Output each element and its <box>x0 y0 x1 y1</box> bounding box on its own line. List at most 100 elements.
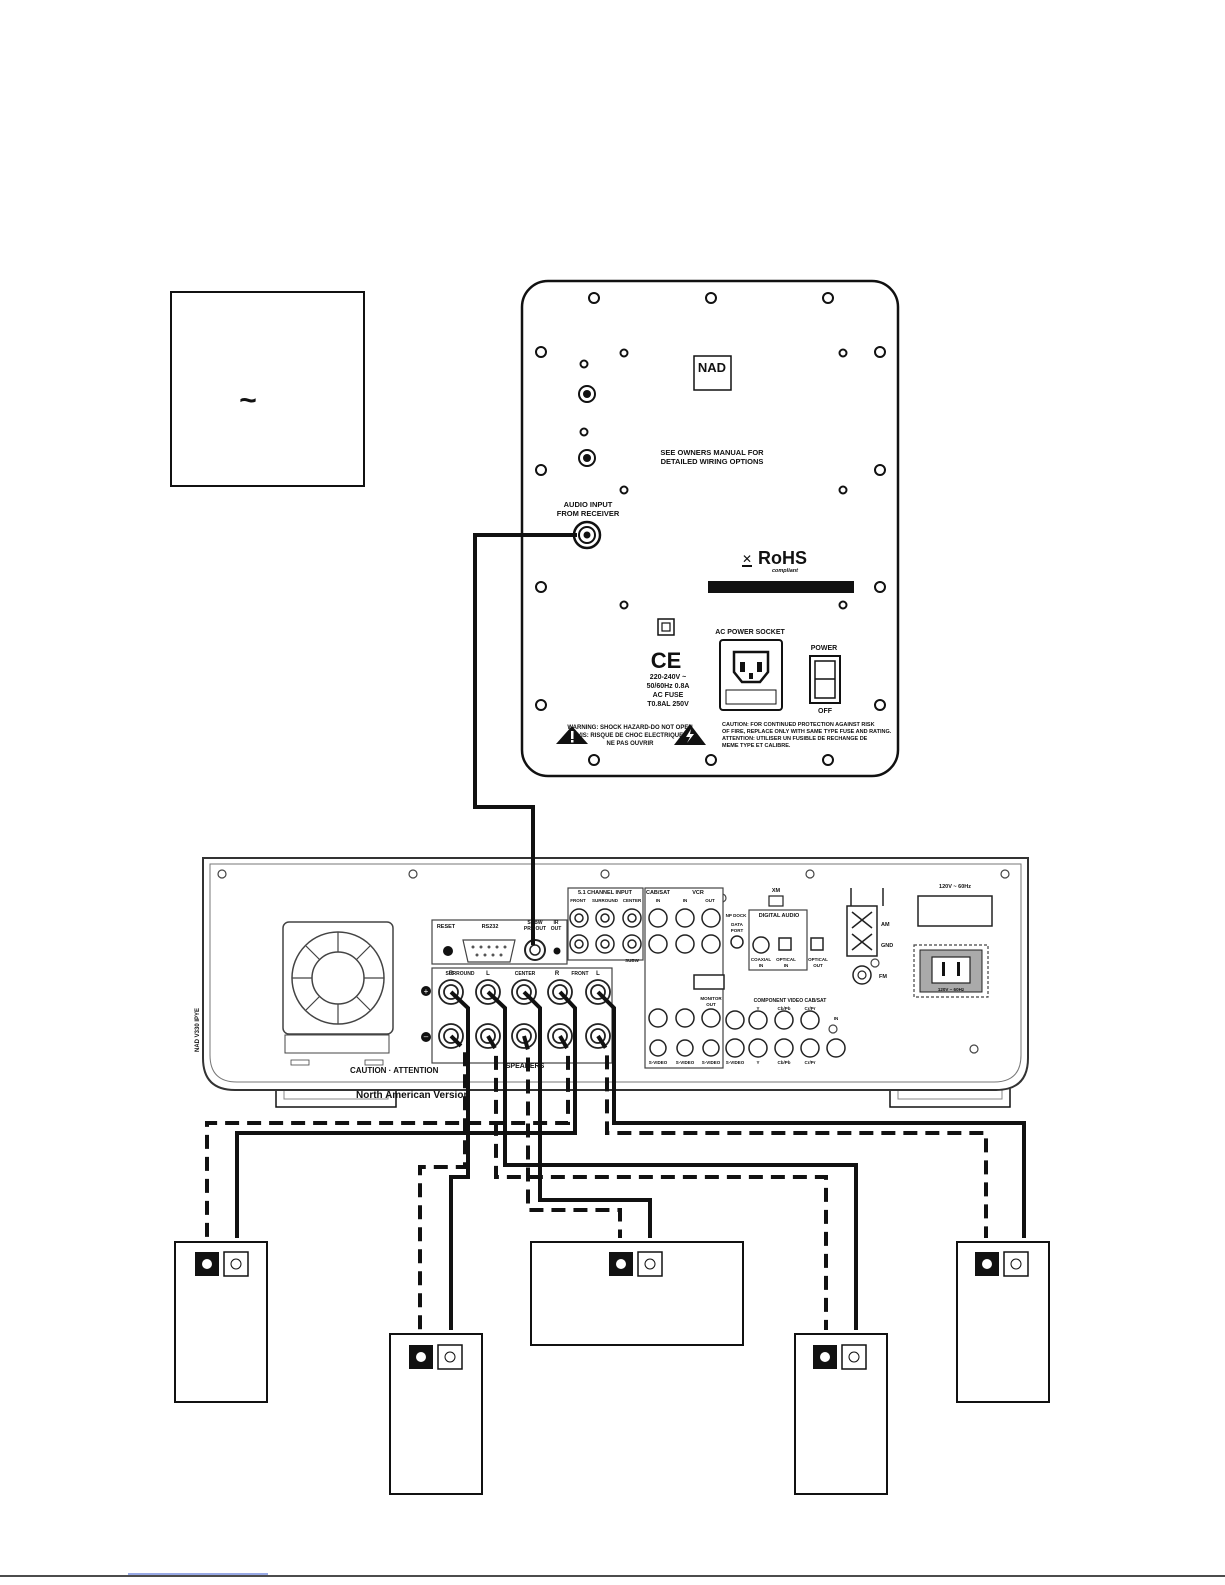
fan-grille-icon <box>282 921 394 1035</box>
front-left-negative-wire <box>596 1034 988 1238</box>
legend-box: ~ <box>170 291 365 487</box>
svg-text:Cb/Pb: Cb/Pb <box>778 1006 791 1011</box>
warning-1: WARNING: SHOCK HAZARD-DO NOT OPEN <box>567 725 692 731</box>
svg-text:DATA: DATA <box>731 922 744 927</box>
rating-2: 50/60Hz 0.8A <box>647 683 690 690</box>
speaker-center <box>530 1241 744 1346</box>
rating-3: AC FUSE <box>653 692 684 699</box>
svg-text:R: R <box>449 971 454 977</box>
svg-text:Y: Y <box>756 1006 759 1011</box>
rca-jacks[interactable] <box>569 908 642 954</box>
svg-text:CENTER: CENTER <box>623 898 642 903</box>
off-label: OFF <box>818 708 833 715</box>
svg-text:XM: XM <box>772 888 781 894</box>
svg-text:S-VIDEO: S-VIDEO <box>676 1060 695 1065</box>
svg-text:compliant: compliant <box>772 568 799 574</box>
svg-text:RESET: RESET <box>437 924 456 930</box>
level-knob-icon[interactable] <box>578 385 596 403</box>
wiring <box>205 533 1026 1330</box>
warning-2: AVIS: RISQUE DE CHOC ELECTRIQUE - <box>573 733 687 739</box>
coaxial-jack[interactable] <box>752 936 770 954</box>
caution-2: OF FIRE, REPLACE ONLY WITH SAME TYPE FUS… <box>722 729 892 735</box>
positive-terminal-icon <box>1003 1251 1029 1277</box>
svg-text:Cr/Pr: Cr/Pr <box>804 1060 815 1065</box>
control-block: RESET RS232 SUBW PRE OUT IR OUT <box>431 919 568 965</box>
surround-left-negative-wire <box>486 1035 828 1330</box>
svg-text:OUT: OUT <box>813 963 823 968</box>
rating-1: 220-240V ~ <box>650 674 686 681</box>
power-switch[interactable] <box>809 655 841 704</box>
svg-text:FRONT: FRONT <box>571 971 588 977</box>
svg-text:OPTICAL: OPTICAL <box>776 957 796 962</box>
svg-text:RS232: RS232 <box>482 924 499 930</box>
ir-out-jack[interactable] <box>553 947 561 955</box>
svg-text:NP DOCK: NP DOCK <box>726 913 747 918</box>
warning-3: NE PAS OUVRIR <box>607 741 655 747</box>
digital-block: XM NP DOCK DATA PORT DIGITAL AUDIO COAXI… <box>726 888 828 971</box>
antenna-block: AM GND FM <box>846 888 893 985</box>
plus-icon: + <box>421 986 431 996</box>
svg-text:COAXIAL: COAXIAL <box>751 957 772 962</box>
svg-text:L: L <box>486 971 490 977</box>
svideo-jacks[interactable] <box>649 1039 720 1057</box>
see-manual-line2: DETAILED WIRING OPTIONS <box>661 457 764 466</box>
svg-text:FM: FM <box>879 974 887 980</box>
speakers-label: SPEAKERS <box>506 1063 545 1070</box>
data-port-jack[interactable] <box>730 935 744 949</box>
svg-text:OPTICAL: OPTICAL <box>808 957 828 962</box>
hdmi-port[interactable] <box>693 974 725 990</box>
svg-text:Y: Y <box>756 1060 759 1065</box>
svg-text:SUBW: SUBW <box>527 920 543 926</box>
ac-symbol: ~ <box>239 384 257 417</box>
svg-text:120V ~ 60Hz: 120V ~ 60Hz <box>939 884 971 890</box>
mains-block: 120V ~ 60Hz 120V ~ 60Hz <box>913 884 993 998</box>
speaker-terminals: SURROUND CENTER FRONT R L R L + – SPEAKE… <box>421 967 613 1070</box>
svg-text:OUT: OUT <box>551 926 562 932</box>
svg-text:DIGITAL AUDIO: DIGITAL AUDIO <box>759 913 800 919</box>
crossover-knob-icon[interactable] <box>578 449 596 467</box>
rohs-mark: ✕ RoHS compliant <box>742 548 807 574</box>
center-positive-wire <box>522 990 652 1238</box>
svg-text:OUT: OUT <box>705 898 715 903</box>
svg-text:120V ~ 60Hz: 120V ~ 60Hz <box>938 987 965 992</box>
svg-text:SURROUND: SURROUND <box>446 971 475 977</box>
optical-in-port[interactable] <box>778 937 792 951</box>
screw-holes <box>535 292 886 766</box>
rs232-port[interactable] <box>462 939 516 963</box>
svg-text:OUT: OUT <box>706 1002 716 1007</box>
svg-text:S-VIDEO: S-VIDEO <box>649 1060 668 1065</box>
svg-text:NAD: NAD <box>698 360 726 375</box>
svg-text:S-VIDEO: S-VIDEO <box>726 1060 745 1065</box>
svg-text:CENTER: CENTER <box>515 971 536 977</box>
power-label: POWER <box>811 645 837 652</box>
label-plate <box>284 1034 390 1054</box>
nad-logo: NAD <box>693 355 732 391</box>
reset-button[interactable] <box>443 946 453 956</box>
svg-text:SUBW: SUBW <box>625 958 640 963</box>
front-right-positive-wire <box>235 990 577 1238</box>
svg-text:GND: GND <box>881 943 893 949</box>
serial-bar <box>708 581 854 593</box>
lightning-warning-icon <box>674 724 706 745</box>
ac-power-socket[interactable] <box>719 639 783 711</box>
svg-text:–: – <box>424 1032 429 1041</box>
svg-text:IN: IN <box>784 963 789 968</box>
surround-right-positive-wire <box>449 990 470 1330</box>
svg-text:MONITOR: MONITOR <box>700 996 722 1001</box>
front-left-positive-wire <box>596 990 1026 1238</box>
svg-text:Cb/Pb: Cb/Pb <box>778 1060 791 1065</box>
xm-port[interactable] <box>768 895 784 907</box>
north-american-version-label: North American Version <box>356 1090 470 1101</box>
svg-text:R: R <box>555 971 560 977</box>
svg-text:RoHS: RoHS <box>758 548 807 568</box>
svg-text:5.1 CHANNEL INPUT: 5.1 CHANNEL INPUT <box>578 890 633 896</box>
component-video-block: MONITOR OUT COMPONENT VIDEO CAB/SAT Y Cb… <box>700 996 846 1065</box>
audio-input-jack[interactable] <box>572 520 602 550</box>
minus-icon: – <box>421 1032 431 1042</box>
ce-mark: CE <box>651 648 682 673</box>
optical-out-port[interactable] <box>810 937 824 951</box>
caution-attention-label: CAUTION · ATTENTION <box>350 1066 439 1075</box>
center-negative-wire <box>522 1035 622 1238</box>
speaker-surround-right <box>389 1333 483 1495</box>
